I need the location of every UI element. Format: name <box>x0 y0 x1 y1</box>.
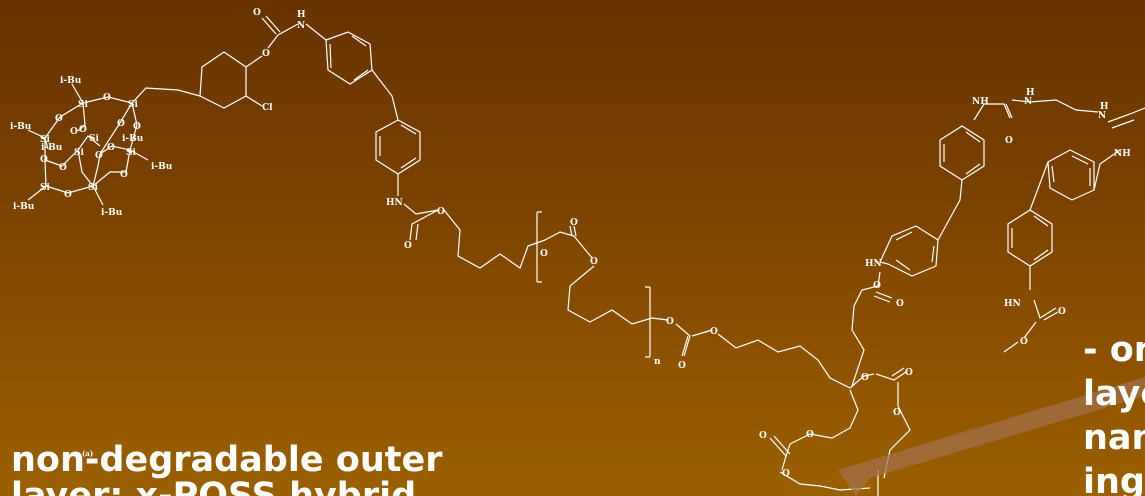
o-label-15: O <box>404 241 412 251</box>
o-label-4: O <box>133 122 141 132</box>
ibu-label-2: i-Bu <box>10 122 32 132</box>
cyclohexyl-carbamate: O Cl O H N <box>199 8 327 113</box>
polyester-bonds <box>403 203 713 358</box>
ibu-label-3: i-Bu <box>122 134 144 144</box>
right-caption-line-1: - one <box>1083 330 1145 370</box>
o-label-10: O <box>59 163 67 173</box>
o-label-17: O <box>540 249 548 259</box>
si-label-4: Si <box>89 134 99 144</box>
o-label-24: O <box>905 368 913 378</box>
branch-chain: O O O O O O <box>717 305 913 496</box>
left-caption-line-1: non-degradable outer <box>11 440 443 480</box>
left-caption-line-2: layer: x-POSS hybrid <box>11 476 417 496</box>
o-label-27: O <box>759 431 767 441</box>
n-subscript: n <box>654 357 661 367</box>
h-label-2: H <box>1026 88 1035 98</box>
mdi-unit-right: O O HN NH O H N H N <box>853 88 1109 309</box>
o-label-28: O <box>782 469 790 479</box>
right-caption: - one layer nano ing <box>1083 328 1145 496</box>
o-label-29: O <box>873 281 881 291</box>
o-label-33: O <box>1020 337 1028 347</box>
h-label-1: H <box>297 10 306 20</box>
mdi-left-bonds <box>325 31 421 196</box>
si-label-3: Si <box>40 135 50 145</box>
o-label-31: O <box>1005 136 1013 146</box>
cyclohexyl-bonds <box>199 15 327 109</box>
o-label-19: O <box>590 257 598 267</box>
poss-cage: i-Bu Si O Si O O O i-Bu Si O O Si i-Bu i… <box>10 76 201 218</box>
o-label-1: O <box>103 93 111 103</box>
o-label-14: O <box>253 8 261 18</box>
hn-label-3: HN <box>1004 299 1021 309</box>
o-label-8: O <box>95 151 103 161</box>
left-caption: non-degradable outer layer: x-POSS hybri… <box>11 442 442 496</box>
ibu-label-4: i-Bu <box>41 143 63 153</box>
ibu-label-6: i-Bu <box>13 202 35 212</box>
ibu-label-1: i-Bu <box>60 76 82 86</box>
mdi-unit-far-right: NH HN O O <box>1003 107 1145 353</box>
ibu-label-7: i-Bu <box>101 208 123 218</box>
poss-bonds <box>27 83 201 206</box>
nh-label-1: NH <box>972 97 989 107</box>
o-label-7: O <box>107 143 115 153</box>
si-label-2: Si <box>128 100 138 110</box>
right-caption-line-4: ing <box>1083 462 1145 496</box>
branch-bonds <box>717 305 911 496</box>
o-label-20: O <box>666 317 674 327</box>
o-label-25: O <box>893 408 901 418</box>
n-label-2: N <box>1024 97 1032 107</box>
panel-label: (a) <box>82 449 93 458</box>
o-label-12: O <box>64 190 72 200</box>
o-label-16: O <box>437 207 445 217</box>
arrow-shape <box>838 377 1145 496</box>
n-label-3: N <box>1098 111 1106 121</box>
h-label-3: H <box>1100 102 1109 112</box>
hn-label-2: HN <box>865 259 882 269</box>
si-label-7: Si <box>40 183 50 193</box>
si-label-1: Si <box>78 100 88 110</box>
o-label-9: O <box>40 155 48 165</box>
right-caption-line-3: nano <box>1083 418 1145 458</box>
o-label-32: O <box>1058 307 1066 317</box>
o-label-11: O <box>120 170 128 180</box>
n-label-1: N <box>297 21 305 31</box>
nh-label-2: NH <box>1114 149 1131 159</box>
mdi-far-right-bonds <box>1003 107 1145 353</box>
si-label-5: Si <box>74 148 84 158</box>
si-label-6: Si <box>126 148 136 158</box>
o-label-22: O <box>710 327 718 337</box>
cl-label: Cl <box>262 103 273 113</box>
o-label-2: O <box>55 114 63 124</box>
o-label-23: O <box>861 373 869 383</box>
o-label-6: O <box>79 125 87 135</box>
o-label-26: O <box>806 430 814 440</box>
o-label-18: O <box>570 218 578 228</box>
o-label-5: O <box>70 127 78 137</box>
right-caption-line-2: layer <box>1083 374 1145 414</box>
o-label-30: O <box>896 299 904 309</box>
ibu-label-5: i-Bu <box>151 162 173 172</box>
si-label-8: Si <box>88 183 98 193</box>
o-label-13: O <box>262 49 270 59</box>
o-label-3: O <box>117 119 125 129</box>
hn-label-1: HN <box>386 198 403 208</box>
o-label-21: O <box>678 361 686 371</box>
mdi-right-bonds <box>853 99 1099 307</box>
polyester-chain: O O O O O O n O O <box>403 203 718 371</box>
mdi-unit-left: HN <box>325 31 421 208</box>
